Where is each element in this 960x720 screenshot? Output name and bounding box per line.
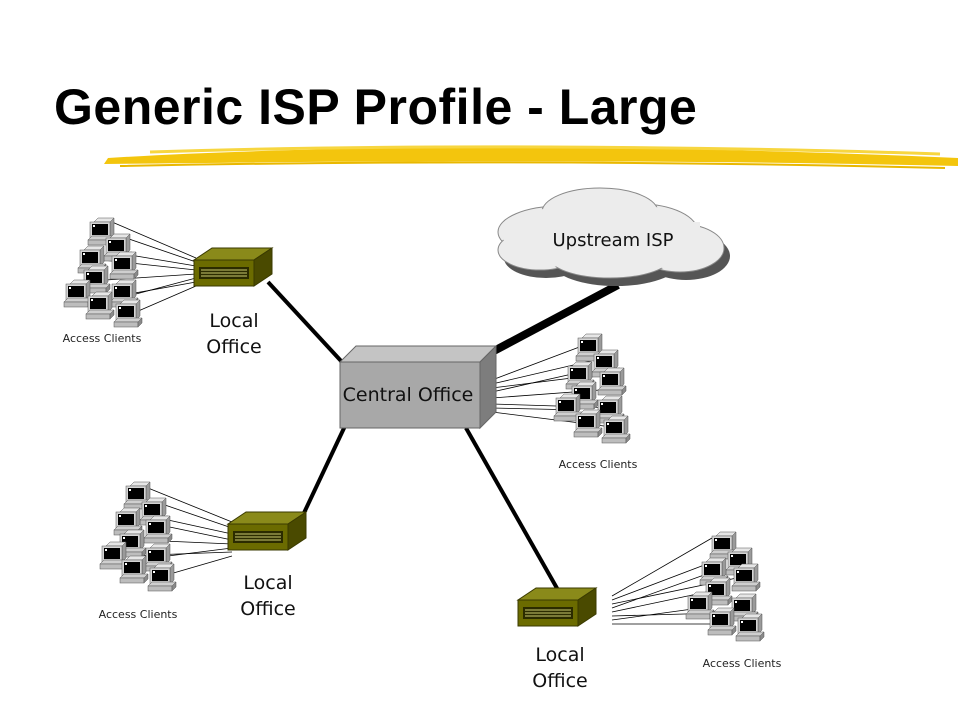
title-highlight	[104, 145, 958, 169]
access-clients-label-bottom-left: Access Clients	[98, 608, 178, 621]
client-group-right	[553, 333, 631, 444]
client-group-top-left	[63, 217, 143, 328]
upstream-isp-cloud	[497, 187, 730, 286]
slide-title: Generic ISP Profile - Large	[54, 79, 698, 135]
client-group-bottom-left	[99, 481, 177, 592]
access-clients-label-bottom-right: Access Clients	[702, 657, 782, 670]
router-local-office-3	[517, 587, 597, 627]
local-office-label-2: Local Office	[240, 572, 296, 620]
router-local-office-1	[193, 247, 273, 287]
link-upstream	[490, 281, 620, 356]
central-office-box	[338, 344, 498, 430]
link-local-office-1	[266, 280, 344, 364]
backbone-links	[266, 280, 620, 591]
link-local-office-2	[301, 425, 347, 516]
local-office-label-1: Local Office	[206, 310, 262, 358]
central-office-label: Central Office	[342, 384, 474, 406]
access-clients-label-top-left: Access Clients	[62, 332, 142, 345]
router-local-office-2	[227, 511, 307, 551]
link-local-office-3	[464, 427, 560, 591]
access-clients-label-right: Access Clients	[558, 458, 638, 471]
upstream-isp-label: Upstream ISP	[552, 230, 674, 251]
local-office-label-3: Local Office	[532, 644, 588, 692]
